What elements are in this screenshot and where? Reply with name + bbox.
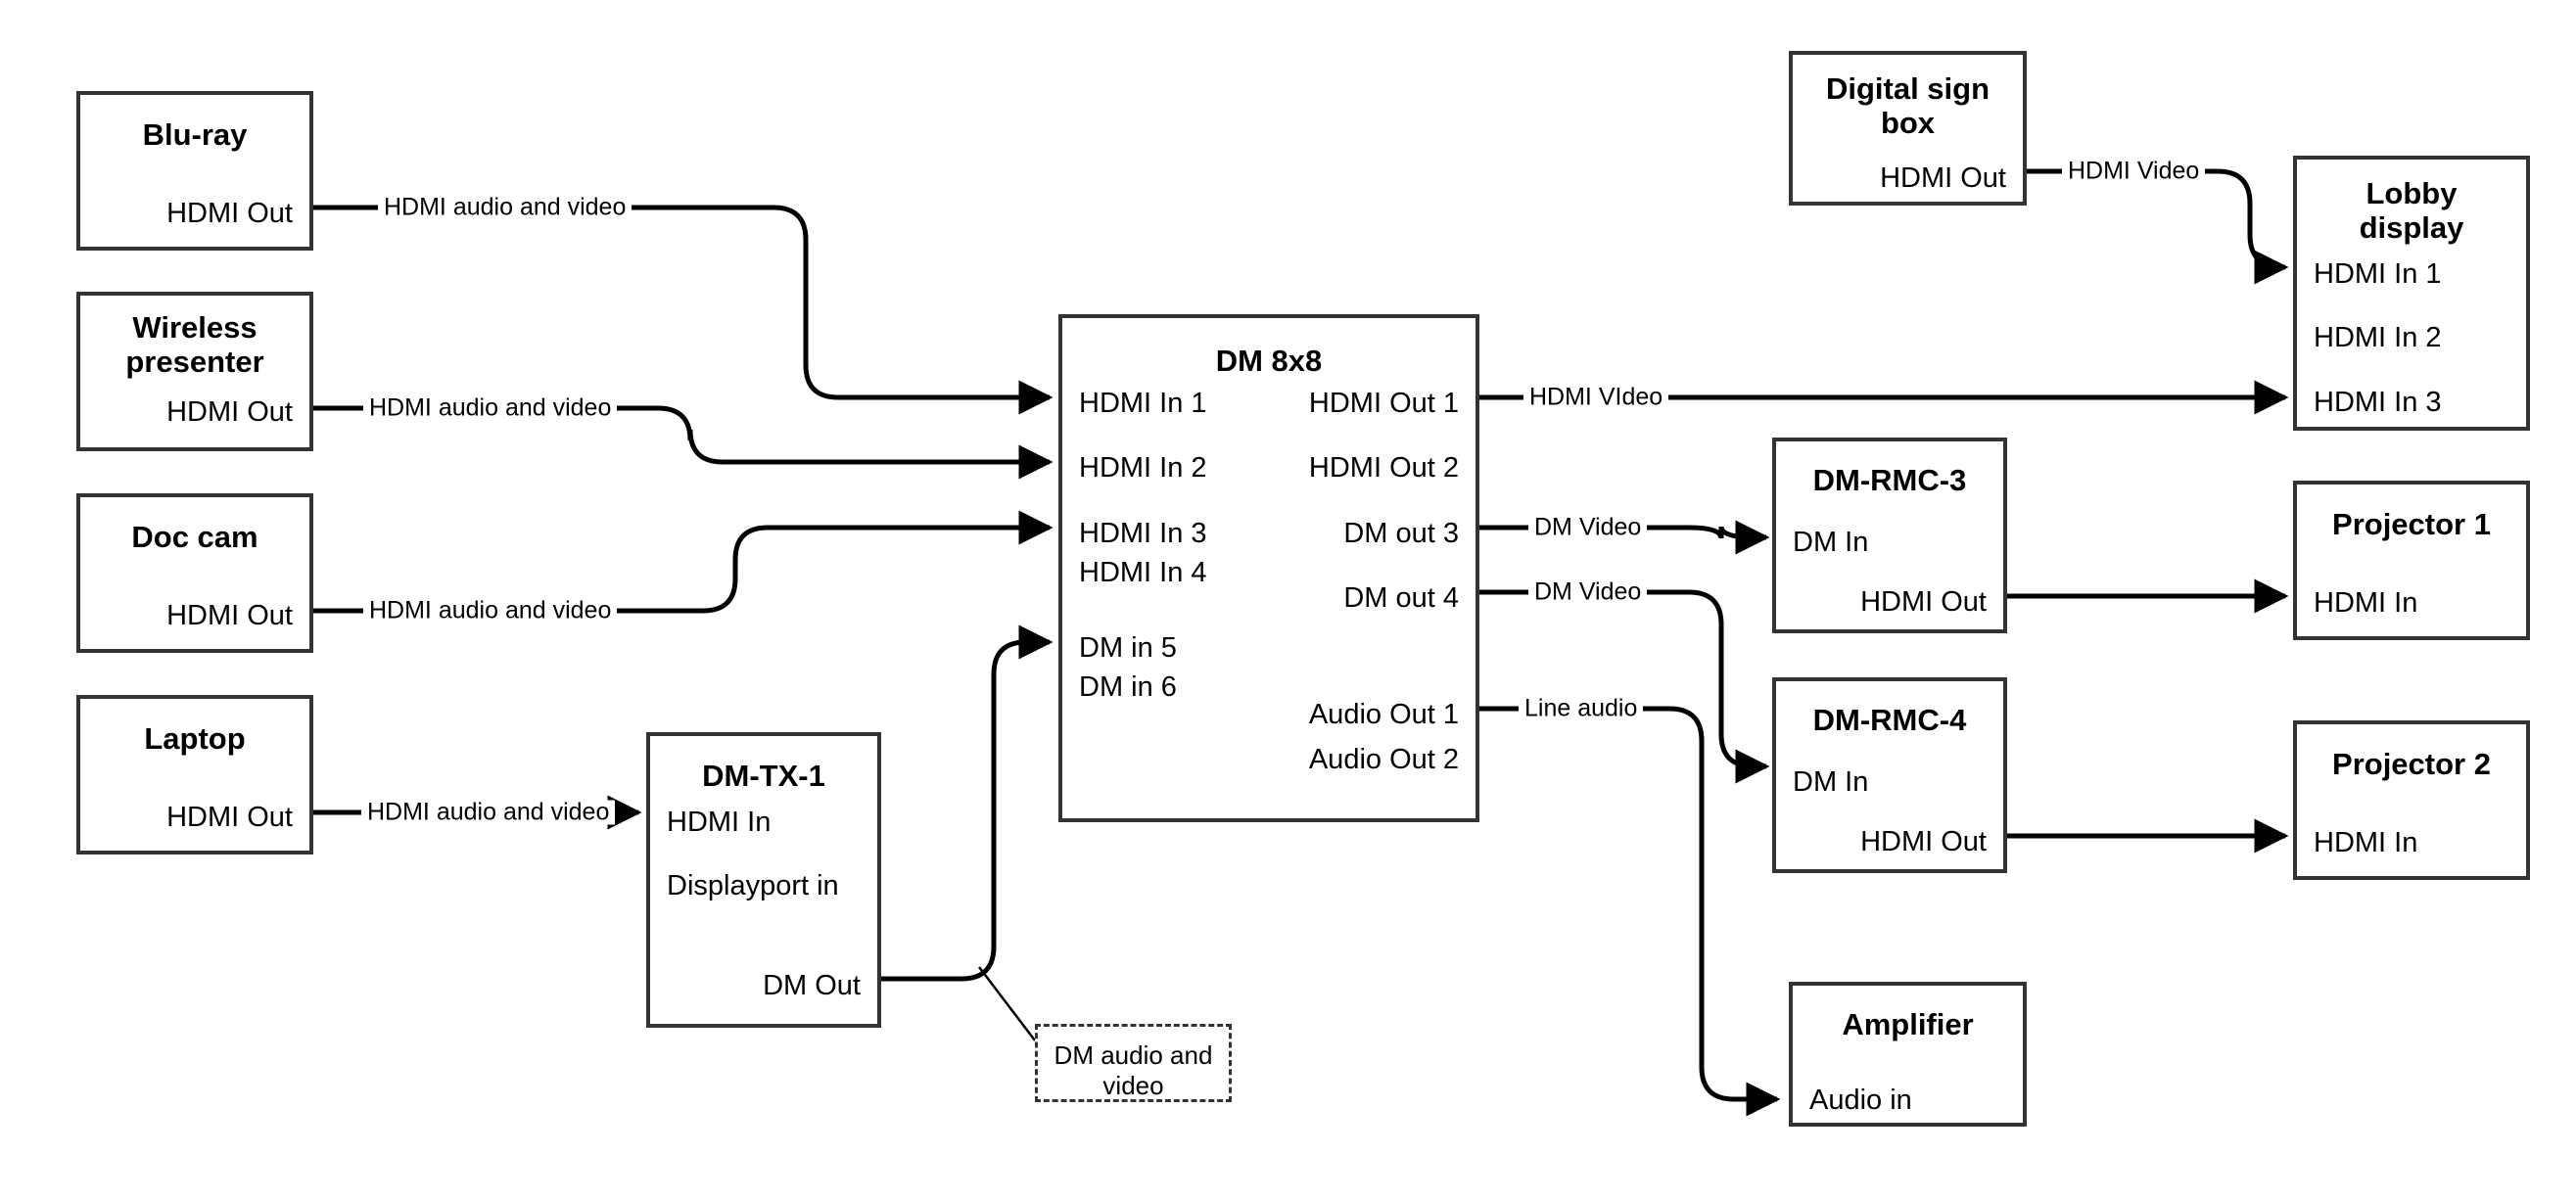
wire-sign-to-lobby-in1 [2027, 168, 2289, 285]
note-dm-audio-line2: video [1102, 1071, 1164, 1100]
node-dm-rmc-4-port-hdmi-out[interactable]: HDMI Out [1860, 826, 1987, 857]
node-projector-2-title: Projector 2 [2332, 747, 2491, 781]
node-dm-8x8-output-audio-out-2[interactable]: Audio Out 2 [1308, 744, 1459, 775]
wire-label-bluray: HDMI audio and video [378, 195, 632, 220]
node-laptop-port-hdmi-out[interactable]: HDMI Out [166, 802, 293, 833]
node-projector-1-port-hdmi-in[interactable]: HDMI In [2314, 587, 2418, 619]
node-amplifier-port-audio-in[interactable]: Audio in [1809, 1085, 1912, 1116]
node-dm-8x8-input-dm-in-5[interactable]: DM in 5 [1079, 632, 1177, 664]
node-dm-tx-1-title: DM-TX-1 [702, 759, 825, 793]
node-lobby-display[interactable]: Lobby display HDMI In 1 HDMI In 2 HDMI I… [2293, 156, 2530, 431]
node-amplifier-title: Amplifier [1842, 1007, 1974, 1041]
node-lobby-display-title-line1: Lobby [2365, 176, 2458, 210]
node-lobby-display-input-hdmi-in-1[interactable]: HDMI In 1 [2314, 258, 2442, 290]
wire-dm-out4-to-rmc4 [1479, 589, 1770, 784]
wire-label-dm-out1: HDMI VIdeo [1523, 385, 1669, 410]
node-dm-rmc-3-port-dm-in[interactable]: DM In [1793, 527, 1869, 558]
node-dm-8x8-input-dm-in-6[interactable]: DM in 6 [1079, 671, 1177, 703]
node-dm-8x8-output-dm-out-4[interactable]: DM out 4 [1343, 582, 1459, 614]
node-dm-rmc-3[interactable]: DM-RMC-3 DM In HDMI Out [1772, 438, 2007, 633]
node-dm-8x8-output-hdmi-out-2[interactable]: HDMI Out 2 [1308, 452, 1459, 484]
node-doc-cam-port-hdmi-out[interactable]: HDMI Out [166, 600, 293, 631]
wire-label-line-audio: Line audio [1519, 696, 1644, 721]
wire-label-sign: HDMI Video [2062, 159, 2206, 184]
node-laptop[interactable]: Laptop HDMI Out [76, 695, 313, 855]
node-digital-sign-box-port-hdmi-out[interactable]: HDMI Out [1880, 162, 2006, 194]
note-dm-audio-line1: DM audio and [1054, 1040, 1213, 1070]
node-wireless-presenter[interactable]: Wireless presenter HDMI Out [76, 292, 313, 451]
node-dm-8x8-output-hdmi-out-1[interactable]: HDMI Out 1 [1308, 388, 1459, 419]
node-dm-rmc-3-port-hdmi-out[interactable]: HDMI Out [1860, 586, 1987, 618]
node-dm-8x8-input-hdmi-in-1[interactable]: HDMI In 1 [1079, 388, 1207, 419]
node-dm-rmc-4[interactable]: DM-RMC-4 DM In HDMI Out [1772, 677, 2007, 873]
node-doc-cam[interactable]: Doc cam HDMI Out [76, 493, 313, 653]
wire-label-wireless: HDMI audio and video [363, 395, 618, 421]
node-lobby-display-input-hdmi-in-3[interactable]: HDMI In 3 [2314, 387, 2442, 418]
node-doc-cam-title: Doc cam [131, 520, 258, 554]
node-laptop-title: Laptop [144, 721, 246, 756]
node-wireless-presenter-port-hdmi-out[interactable]: HDMI Out [166, 396, 293, 428]
node-dm-8x8-input-hdmi-in-3[interactable]: HDMI In 3 [1079, 518, 1207, 549]
node-dm-rmc-4-title: DM-RMC-4 [1812, 703, 1967, 737]
wire-bluray-to-dm-in1 [313, 205, 1054, 415]
wire-label-doccam: HDMI audio and video [363, 598, 618, 624]
node-dm-tx-1-port-hdmi-in[interactable]: HDMI In [667, 807, 772, 838]
node-amplifier[interactable]: Amplifier Audio in [1789, 982, 2027, 1127]
node-dm-rmc-4-port-dm-in[interactable]: DM In [1793, 766, 1869, 798]
wire-label-dm-out4: DM Video [1528, 579, 1648, 605]
note-dm-audio-and-video: DM audio and video [1035, 1024, 1232, 1102]
node-dm-tx-1[interactable]: DM-TX-1 HDMI In Displayport in DM Out [646, 732, 881, 1028]
node-projector-1[interactable]: Projector 1 HDMI In [2293, 481, 2530, 640]
node-dm-tx-1-port-displayport-in[interactable]: Displayport in [667, 870, 839, 901]
node-digital-sign-box[interactable]: Digital sign box HDMI Out [1789, 51, 2027, 206]
node-projector-2-port-hdmi-in[interactable]: HDMI In [2314, 827, 2418, 858]
node-dm-8x8-output-audio-out-1[interactable]: Audio Out 1 [1308, 699, 1459, 730]
wire-tx-to-dm-in5 [881, 624, 1054, 982]
node-dm-8x8-input-hdmi-in-2[interactable]: HDMI In 2 [1079, 452, 1207, 484]
node-lobby-display-title-line2: display [2359, 210, 2464, 245]
node-bluray-port-hdmi-out[interactable]: HDMI Out [166, 198, 293, 229]
node-digital-sign-box-title-line1: Digital sign [1825, 71, 1991, 106]
leader-line-dm-note [978, 966, 1036, 1041]
wire-label-laptop: HDMI audio and video [361, 800, 616, 825]
node-bluray[interactable]: Blu-ray HDMI Out [76, 91, 313, 251]
node-wireless-presenter-title-line2: presenter [125, 345, 264, 379]
node-digital-sign-box-title-line2: box [1880, 106, 1936, 140]
wire-label-dm-out3: DM Video [1528, 515, 1648, 540]
node-dm-8x8-input-hdmi-in-4[interactable]: HDMI In 4 [1079, 557, 1207, 588]
node-bluray-title: Blu-ray [142, 117, 248, 152]
node-dm-rmc-3-title: DM-RMC-3 [1812, 463, 1967, 497]
node-dm-8x8[interactable]: DM 8x8 HDMI In 1 HDMI In 2 HDMI In 3 HDM… [1058, 314, 1479, 822]
wire-dm-audio-to-amp [1479, 706, 1781, 1117]
node-lobby-display-input-hdmi-in-2[interactable]: HDMI In 2 [2314, 322, 2442, 353]
node-dm-8x8-output-dm-out-3[interactable]: DM out 3 [1343, 518, 1459, 549]
node-dm-8x8-title: DM 8x8 [1215, 344, 1323, 378]
node-dm-tx-1-port-dm-out[interactable]: DM Out [763, 970, 861, 1001]
node-wireless-presenter-title-line1: Wireless [132, 310, 258, 345]
node-projector-2[interactable]: Projector 2 HDMI In [2293, 720, 2530, 880]
node-projector-1-title: Projector 1 [2332, 507, 2491, 541]
